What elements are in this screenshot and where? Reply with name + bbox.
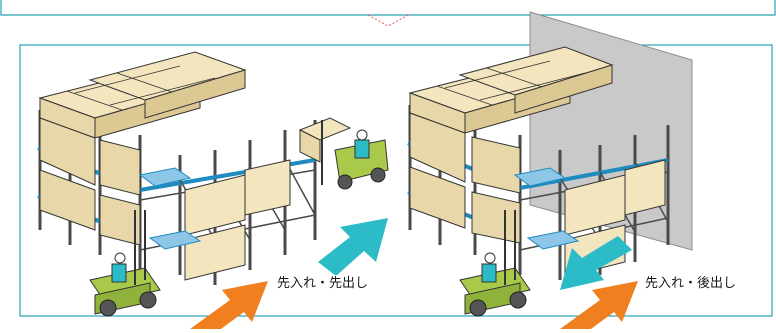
fifo-exit-forklift (298, 117, 389, 190)
fifo-entry-arrow (190, 281, 268, 333)
filo-forklift (459, 210, 531, 317)
fifo-exit-arrow (318, 218, 388, 276)
top-frame (0, 0, 776, 27)
filo-rack (407, 46, 670, 280)
fifo-entry-forklift (89, 210, 161, 317)
main-frame (19, 44, 773, 317)
filo-caption: 先入れ・後出し (642, 275, 740, 293)
fifo-rack (37, 51, 317, 285)
filo-entry-arrow (560, 281, 638, 333)
fifo-caption: 先入れ・先出し (274, 275, 372, 293)
filo-exit-arrow (560, 236, 632, 290)
